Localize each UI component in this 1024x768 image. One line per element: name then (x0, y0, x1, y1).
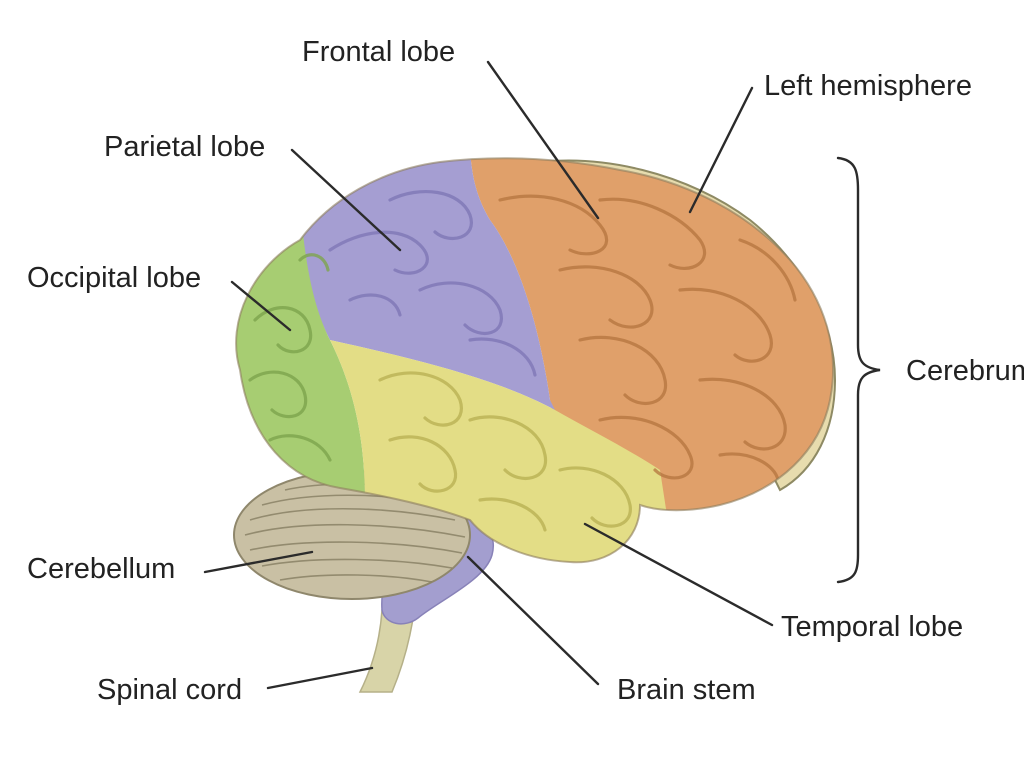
brain-outline (235, 157, 834, 564)
brain-stem-leader (466, 555, 600, 686)
brain-stem-label: Brain stem (617, 674, 756, 706)
spinal-cord-leader (266, 666, 374, 690)
occipital-lobe-leader (230, 280, 292, 332)
spinal-cord-label: Spinal cord (97, 674, 242, 706)
spinal-cord-shape (358, 609, 415, 693)
left-hemisphere-label: Left hemisphere (764, 70, 972, 102)
parietal-lobe-leader (290, 148, 402, 252)
frontal-lobe-leader (486, 60, 600, 220)
cerebrum-label: Cerebrum (906, 355, 1024, 387)
cerebellum-label: Cerebellum (27, 553, 175, 585)
temporal-lobe-label: Temporal lobe (781, 611, 963, 643)
parietal-lobe-label: Parietal lobe (104, 131, 265, 163)
temporal-lobe-leader (583, 522, 774, 627)
cerebellum-leader (203, 550, 314, 574)
left-hemisphere-leader (688, 86, 754, 214)
parietal-lobe-region (290, 158, 555, 410)
frontal-lobe-label: Frontal lobe (302, 36, 455, 68)
occipital-lobe-label: Occipital lobe (27, 262, 201, 294)
cerebrum-bracket (836, 156, 881, 584)
